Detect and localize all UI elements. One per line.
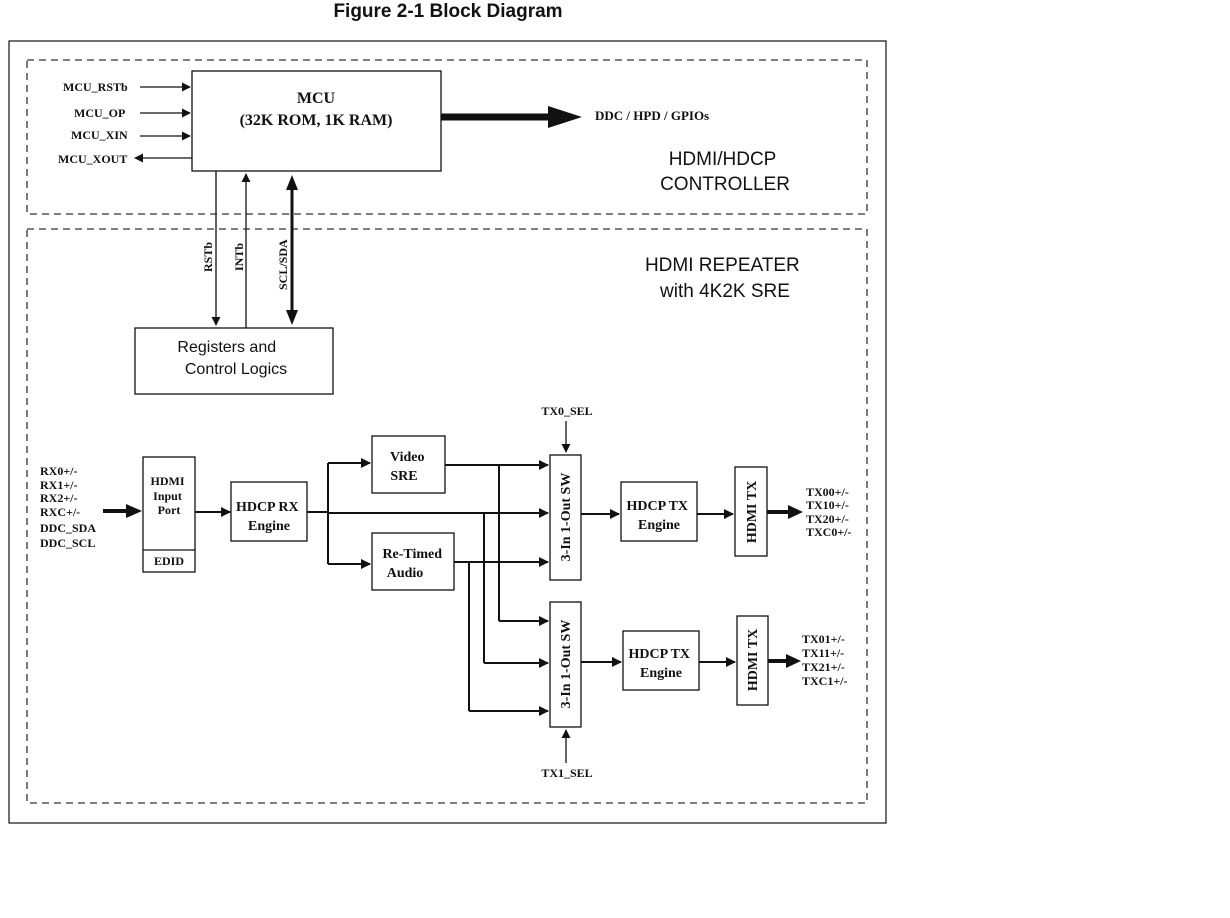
- hdcp-rx-block: [230, 481, 308, 542]
- hdcp-tx0-label: HDCP TX Engine: [626, 499, 691, 533]
- hdmi-tx0-block: [734, 466, 768, 557]
- registers-block: [134, 327, 334, 395]
- rx-fork-line: [307, 463, 329, 564]
- ddc-hpd-gpio-arrowhead: [548, 106, 582, 128]
- tx1-output-arrowhead: [786, 654, 801, 668]
- mcu-title: MCU: [297, 90, 336, 107]
- controller-region: [26, 59, 868, 215]
- retimed-audio-block: [371, 532, 455, 591]
- mcu-block: [191, 70, 442, 172]
- tx0-outputs-label: TX00+/- TX10+/- TX20+/- TXC0+/-: [806, 485, 852, 539]
- switch-1-block: [549, 601, 582, 728]
- registers-label: Registers and Control Logics: [177, 339, 287, 378]
- intb-label: INTb: [232, 243, 246, 271]
- controller-region-label: HDMI/HDCP CONTROLLER: [660, 149, 790, 195]
- hdmi-tx0-label: HDMI TX: [745, 481, 760, 543]
- switch-1-label: 3-In 1-Out SW: [559, 620, 574, 709]
- tx1-outputs-label: TX01+/- TX11+/- TX21+/- TXC1+/-: [802, 632, 848, 688]
- hdcp-tx0-block: [620, 481, 698, 542]
- hdcp-tx1-label: HDCP TX Engine: [628, 647, 693, 681]
- tx0-sel-label: TX0_SEL: [541, 404, 592, 418]
- hdmi-input-port-block: [142, 456, 196, 573]
- repeater-region-label: HDMI REPEATER with 4K2K SRE: [645, 255, 805, 302]
- hdcp-rx-label: HDCP RX Engine: [236, 500, 302, 534]
- figure-title: Figure 2-1 Block Diagram: [333, 1, 562, 22]
- mcu-xin-label: MCU_XIN: [71, 128, 128, 142]
- mcu-op-label: MCU_OP: [74, 106, 125, 120]
- hdmi-tx1-label: HDMI TX: [746, 629, 761, 691]
- rstb-label: RSTb: [201, 242, 215, 272]
- repeater-region: [26, 228, 868, 804]
- tx1-sel-label: TX1_SEL: [541, 766, 592, 780]
- hdcp-tx1-block: [622, 630, 700, 691]
- video-sre-label: Video SRE: [390, 450, 428, 484]
- video-sre-block: [371, 435, 446, 494]
- scl-sda-arrowhead-up: [286, 175, 298, 190]
- scl-sda-label: SCL/SDA: [276, 239, 290, 290]
- mcu-subtitle: (32K ROM, 1K RAM): [240, 112, 393, 129]
- retimed-audio-label: Re-Timed Audio: [382, 547, 445, 581]
- mcu-rstb-label: MCU_RSTb: [63, 80, 128, 94]
- edid-label: EDID: [154, 554, 184, 568]
- switch-0-label: 3-In 1-Out SW: [559, 473, 574, 562]
- ddc-hpd-gpio-label: DDC / HPD / GPIOs: [595, 108, 709, 123]
- outer-frame: [8, 40, 887, 824]
- switch-0-block: [549, 454, 582, 581]
- rx-input-arrowhead: [126, 504, 142, 518]
- hdmi-input-port-label: HDMI Input Port: [151, 474, 188, 517]
- mcu-xout-label: MCU_XOUT: [58, 152, 127, 166]
- hdmi-tx1-block: [736, 615, 769, 706]
- tx0-output-arrowhead: [788, 505, 803, 519]
- scl-sda-arrowhead-down: [286, 310, 298, 325]
- rx-inputs-label: RX0+/- RX1+/- RX2+/- RXC+/- DDC_SDA DDC_…: [40, 464, 98, 550]
